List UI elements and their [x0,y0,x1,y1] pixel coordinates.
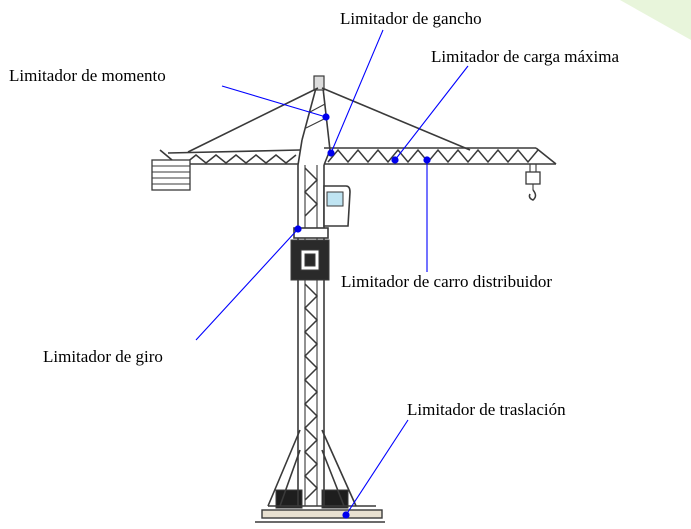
leader-moment [221,85,327,118]
leader-lines [195,29,469,516]
crane-counter-jib [167,149,301,165]
crane-hook-block [525,164,541,201]
marker-hook-dot [327,149,335,157]
labels: Limitador de gancho Limitador de carga m… [9,9,619,419]
jib-lattice [327,148,539,164]
crane-stay-cable-counter [187,87,319,153]
crane-operator-cab [323,185,351,227]
mast-lattice-lower [303,283,319,501]
label-trolley-limiter: Limitador de carro distribuidor [341,272,552,291]
leader-travel [345,419,409,516]
marker-slew-dot [294,225,302,233]
crane-wheel-left [275,489,303,509]
crane-wheel-right [321,489,349,509]
crane-counterweight [151,149,191,191]
crane-stay-cable-jib [321,87,471,151]
marker-travel-dot [342,511,350,519]
marker-trolley-dot [423,156,431,164]
label-max-load-limiter: Limitador de carga máxima [431,47,619,66]
crane [151,75,557,523]
counter-jib-lattice [185,154,297,164]
label-hook-limiter: Limitador de gancho [340,9,482,28]
mast-lattice-upper [303,167,319,217]
crane-base-rail [261,509,383,519]
leader-slew [195,228,299,341]
marker-dots [294,113,431,519]
leader-hook [330,29,384,154]
crane-mast [297,165,325,506]
label-slew-limiter: Limitador de giro [43,347,163,366]
marker-max-load-dot [391,156,399,164]
crane-slewing-box [290,239,330,281]
label-moment-limiter: Limitador de momento [9,66,166,85]
leader-max-load [394,65,469,161]
label-travel-limiter: Limitador de traslación [407,400,566,419]
marker-moment-dot [322,113,330,121]
crane-main-jib [324,147,557,165]
corner-accent [560,0,691,40]
